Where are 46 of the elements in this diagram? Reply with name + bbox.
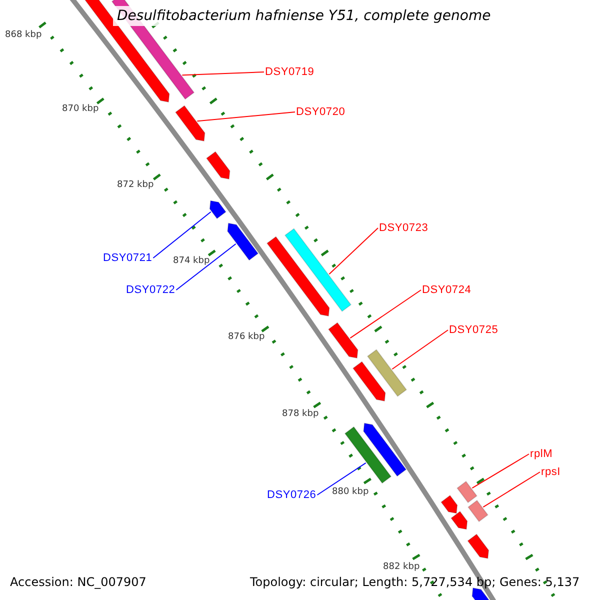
leader-line <box>392 330 448 370</box>
gene-label: rplM <box>530 448 553 460</box>
gene-segment <box>209 200 226 220</box>
scale-label: 870 kbp <box>62 104 99 114</box>
scale-label: 876 kbp <box>228 332 265 342</box>
gene-segment <box>366 349 408 397</box>
gene-segment <box>363 422 407 477</box>
gene-label: DSY0724 <box>422 284 472 296</box>
scale-label: 872 kbp <box>117 180 154 190</box>
gene-segment <box>352 361 386 402</box>
scale-label: 882 kbp <box>383 562 420 572</box>
gene-segment <box>174 105 206 142</box>
scale-label: 878 kbp <box>282 409 319 419</box>
scale-label: 880 kbp <box>332 487 369 497</box>
gene-label: DSY0720 <box>296 106 346 118</box>
scale-label: 868 kbp <box>5 30 42 40</box>
leader-line <box>176 243 236 290</box>
leader-line <box>152 211 212 258</box>
footer-text: Accession: NC_007907 <box>10 575 146 589</box>
gene-segment <box>266 236 330 317</box>
gene-segment <box>344 426 392 484</box>
leader-line <box>328 228 378 275</box>
gene-segment <box>450 510 468 530</box>
leader-line <box>316 462 366 496</box>
leader-line <box>482 472 540 508</box>
gene-label: DSY0719 <box>265 66 314 78</box>
gene-label: DSY0723 <box>379 222 428 234</box>
gene-segment <box>468 500 488 522</box>
leader-line <box>182 72 264 76</box>
gene-label: DSY0726 <box>267 489 316 501</box>
gene-segment <box>328 322 358 359</box>
gene-segment <box>467 534 490 559</box>
scale-label: 874 kbp <box>173 256 210 266</box>
footer-text: Topology: circular; Length: 5,727,534 bp; Genes: 5,137 <box>250 575 580 589</box>
gene-segment <box>440 494 458 514</box>
leader-line <box>472 454 530 489</box>
gene-label: DSY0725 <box>449 324 498 336</box>
gene-segment <box>284 228 352 312</box>
leader-line <box>350 290 422 339</box>
gene-label: DSY0722 <box>126 284 176 296</box>
gene-label: rpsI <box>541 466 561 478</box>
gene-label: DSY0721 <box>103 252 152 264</box>
gene-segment <box>206 151 230 180</box>
gene-segment <box>456 480 478 504</box>
leader-line <box>196 112 296 122</box>
gene-segment <box>227 222 259 261</box>
